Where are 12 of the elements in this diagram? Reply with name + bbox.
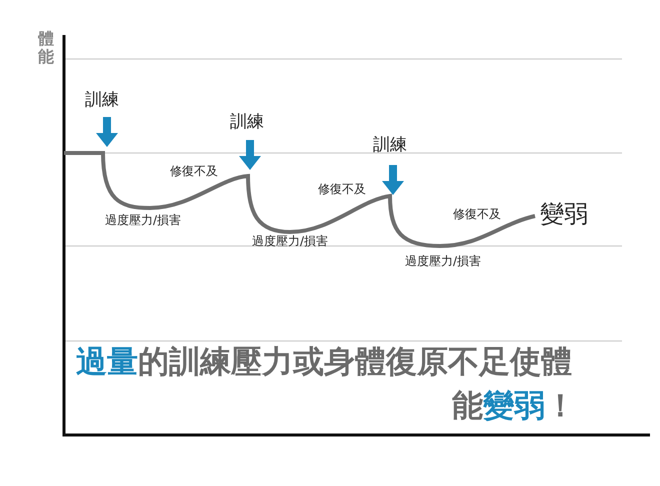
caption-text: 過量的訓練壓力或身體復原不足使體能變弱！ [76,343,576,426]
axis-label: 體能 [38,30,55,66]
event-label: 訓練 [85,89,119,111]
phase-label: 修復不及 [453,206,501,223]
phase-label: 修復不及 [170,163,218,180]
outcome-label: 變弱 [540,199,588,230]
phase-label: 過度壓力/損害 [405,253,482,270]
event-label: 訓練 [373,134,407,156]
phase-label: 過度壓力/損害 [252,233,328,250]
phase-label: 過度壓力/損害 [105,212,182,229]
phase-label: 修復不及 [318,181,366,198]
event-label: 訓練 [230,111,264,133]
